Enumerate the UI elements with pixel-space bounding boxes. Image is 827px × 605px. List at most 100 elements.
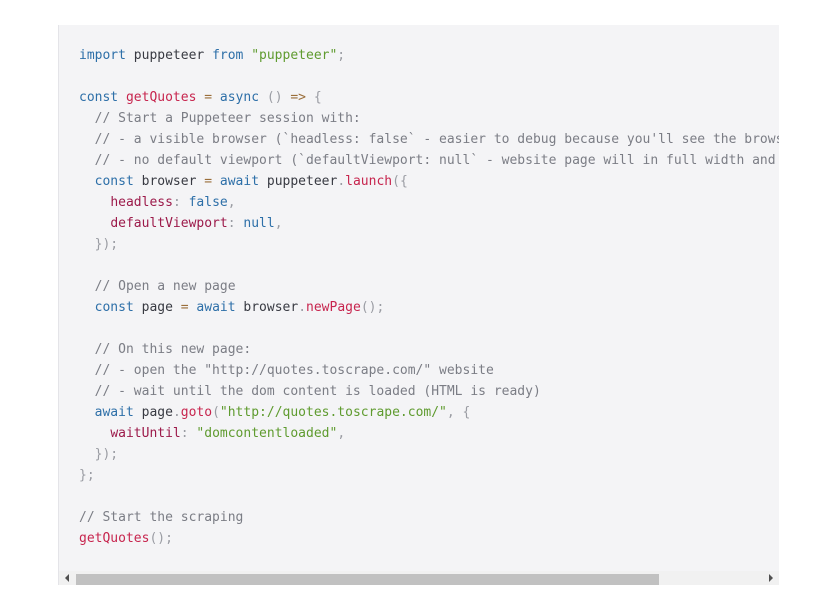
triangle-right-icon [769,574,773,582]
code-token: null [243,216,275,231]
code-token: goto [180,405,213,420]
code-token: // Open a new page [94,279,236,294]
code-token: defaultViewport [110,216,228,231]
code-line: const browser = await puppeteer.launch({ [79,171,779,192]
code-token: import [79,48,126,63]
code-token: from [212,48,244,63]
code-line: // - no default viewport (`defaultViewpo… [79,150,779,171]
code-line: // Open a new page [79,276,779,297]
code-token: browser [235,300,299,315]
code-token: : [172,195,181,210]
code-token: const [94,174,134,189]
code-line: // - open the "http://quotes.toscrape.co… [79,360,779,381]
code-token: }); [94,237,119,252]
code-token: page [133,405,173,420]
code-token: }); [94,447,119,462]
code-token: // - a visible browser (`headless: false… [94,132,779,147]
code-token: = [204,90,213,105]
triangle-left-icon [65,574,69,582]
code-token [455,405,463,420]
code-line: }); [79,234,779,255]
code-line: await page.goto("http://quotes.toscrape.… [79,402,779,423]
code-token: async [219,90,260,105]
code-token [181,195,189,210]
code-token: puppeteer [259,174,338,189]
code-line: const getQuotes = async () => { [79,87,779,108]
code-line: // On this new page: [79,339,779,360]
code-line: // - a visible browser (`headless: false… [79,129,779,150]
code-line [79,318,779,339]
code-token: (); [360,300,385,315]
code-token: ( [212,405,220,420]
code-token: // - open the "http://quotes.toscrape.co… [94,363,494,378]
code-token: . [337,174,346,189]
code-token: { [462,405,471,420]
horizontal-scrollbar[interactable] [59,571,779,585]
code-token [79,195,110,210]
code-token: ({ [392,174,408,189]
code-line [79,486,779,507]
code-line: getQuotes(); [79,528,779,549]
code-token [306,90,314,105]
code-token: // On this new page: [94,342,252,357]
scroll-left-button[interactable] [60,571,74,585]
code-token: browser [133,174,205,189]
code-token: "http://quotes.toscrape.com/" [219,405,447,420]
code-token: { [313,90,322,105]
code-line: waitUntil: "domcontentloaded", [79,423,779,444]
code-token [212,174,220,189]
code-token: // - wait until the dom content is loade… [94,384,541,399]
scrollbar-thumb[interactable] [76,574,659,585]
code-token: () [266,90,283,105]
code-token: // Start a Puppeteer session with: [94,111,361,126]
code-token [79,363,95,378]
code-line [79,255,779,276]
code-token [79,132,95,147]
code-token [79,384,95,399]
code-token: waitUntil [110,426,181,441]
code-token [79,279,95,294]
code-token: "puppeteer" [251,48,338,63]
scroll-right-button[interactable] [764,571,778,585]
code-token [79,426,110,441]
code-token: const [94,300,134,315]
code-token: // Start the scraping [79,510,244,525]
code-token [79,237,95,252]
code-token [79,342,95,357]
code-token: , [446,405,455,420]
code-viewport: import puppeteer from "puppeteer"; const… [59,25,779,572]
code-line: // Start the scraping [79,507,779,528]
code-token: getQuotes [79,531,150,546]
code-token [118,90,126,105]
code-token: }; [79,468,95,483]
code-token [79,153,95,168]
code-token: , [274,216,283,231]
code-line: const page = await browser.newPage(); [79,297,779,318]
code-token: , [337,426,346,441]
code-token [79,111,95,126]
code-token [259,90,267,105]
code-line: }; [79,465,779,486]
code-token: false [188,195,228,210]
code-line: }); [79,444,779,465]
code-token: => [290,90,307,105]
code-token: await [219,174,260,189]
code-token: : [227,216,236,231]
code-token: headless [110,195,173,210]
code-token: // - no default viewport (`defaultViewpo… [94,153,779,168]
code-token: page [133,300,181,315]
code-token [79,405,95,420]
code-token: : [180,426,189,441]
code-token: puppeteer [125,48,213,63]
code-line [79,66,779,87]
code-token: getQuotes [125,90,197,105]
code-token: (); [149,531,173,546]
code-token: newPage [306,300,361,315]
code-line: import puppeteer from "puppeteer"; [79,45,779,66]
code-token [79,300,95,315]
code-line: defaultViewport: null, [79,213,779,234]
code-token [212,90,220,105]
code-block: import puppeteer from "puppeteer"; const… [58,25,779,585]
code-token: ; [337,48,346,63]
code-token: await [196,300,236,315]
